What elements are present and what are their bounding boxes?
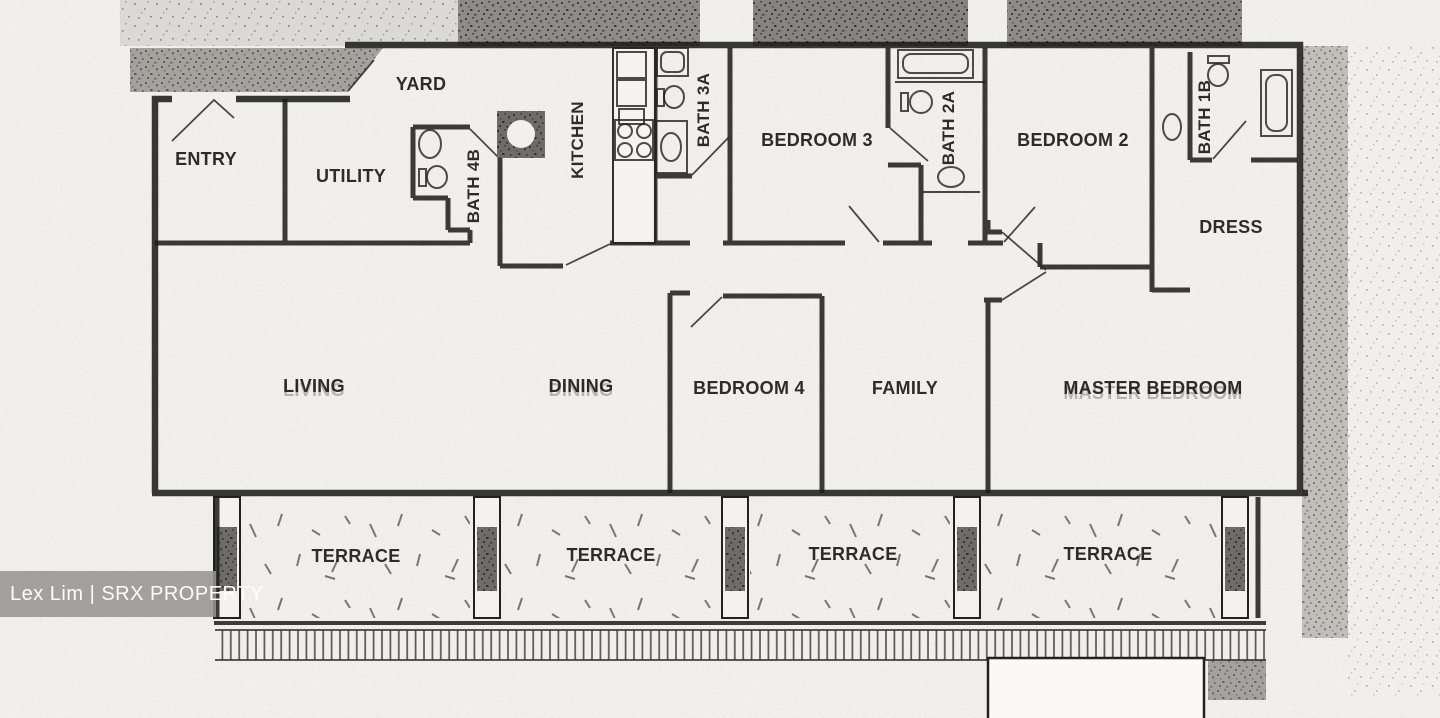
sink-icon [418,129,442,159]
room-label-yard: YARD [396,74,447,94]
toilet-icon [1207,55,1230,64]
bath2a-fixtures [897,49,974,188]
kitchen-door [565,243,611,266]
watermark-badge: Lex Lim | SRX PROPERTY [0,571,263,617]
room-label-bath2a: BATH 2A [939,91,958,166]
pillar [473,496,501,619]
kitchen-counter [612,47,656,244]
room-label-entry: ENTRY [175,149,237,169]
bathtub-icon [1260,69,1293,137]
svg-text:DINING: DINING [549,380,614,400]
bath3a-fixtures [655,47,689,174]
room-label-bath1b: BATH 1B [1195,80,1214,155]
room-label-master-bedroom: MASTER BEDROOM [1063,378,1242,398]
room-label-utility: UTILITY [316,166,386,186]
svg-text:LIVING: LIVING [283,380,345,400]
room-label-terrace-1: TERRACE [311,546,400,566]
entry-double-door [171,98,235,142]
bedroom4-door [690,296,723,328]
interior-walls [155,48,1297,618]
sink-icon [660,132,682,162]
bottom-planter [986,656,1206,718]
room-labels: ENTRY YARD UTILITY BATH 4B KITCHEN BATH … [175,73,1263,566]
room-label-dress: DRESS [1199,217,1263,237]
sink-icon [1162,113,1182,141]
fixtures [418,47,1293,244]
wash-area-icon [497,111,545,158]
room-label-bedroom3: BEDROOM 3 [761,130,873,150]
terrace-texture [240,500,1218,618]
bath4b-door [469,128,499,158]
trellis-strip [215,629,1266,661]
terrace-pillars [213,496,1249,619]
room-label-family: FAMILY [872,378,938,398]
room-label-kitchen: KITCHEN [568,101,587,179]
watermark-text: Lex Lim | SRX PROPERTY [10,582,264,605]
master-door-upper [1001,231,1047,271]
outer-walls [151,41,1308,497]
svg-text:MASTER BEDROOM: MASTER BEDROOM [1063,383,1242,403]
bathtub-icon [656,47,689,77]
bathtub-icon [897,49,974,79]
bath1b-fixtures [1162,55,1293,141]
bedroom3-door [848,205,880,243]
room-label-bath3a: BATH 3A [694,73,713,148]
door-swings [171,59,1247,328]
room-label-living: LIVING [283,376,345,396]
room-label-bedroom2: BEDROOM 2 [1017,130,1129,150]
bath3a-door [691,136,730,176]
room-label-bath4b: BATH 4B [464,149,483,224]
pillar [953,496,981,619]
fixture-walls [895,81,985,193]
bedroom2-door [1003,206,1036,243]
room-label-terrace-2: TERRACE [566,545,655,565]
yard-gate-door [347,59,375,92]
toilet-icon [418,168,427,187]
toilet-icon [900,92,909,112]
room-label-terrace-4: TERRACE [1063,544,1152,564]
stove-icon [614,119,654,161]
top-structure-blocks [120,0,1242,92]
room-label-bedroom4: BEDROOM 4 [693,378,805,398]
sink-icon [937,166,965,188]
right-margin-texture [1208,46,1440,700]
pillar [1221,496,1249,619]
double-sink-icon [616,51,647,79]
master-door-lower [1001,271,1047,301]
walls [151,41,1308,625]
room-label-terrace-3: TERRACE [808,544,897,564]
bath2a-door [889,127,929,162]
bath1b-door [1212,120,1247,160]
bath4b-fixtures [418,129,448,189]
room-label-dining: DINING [549,376,614,396]
pillar [721,496,749,619]
